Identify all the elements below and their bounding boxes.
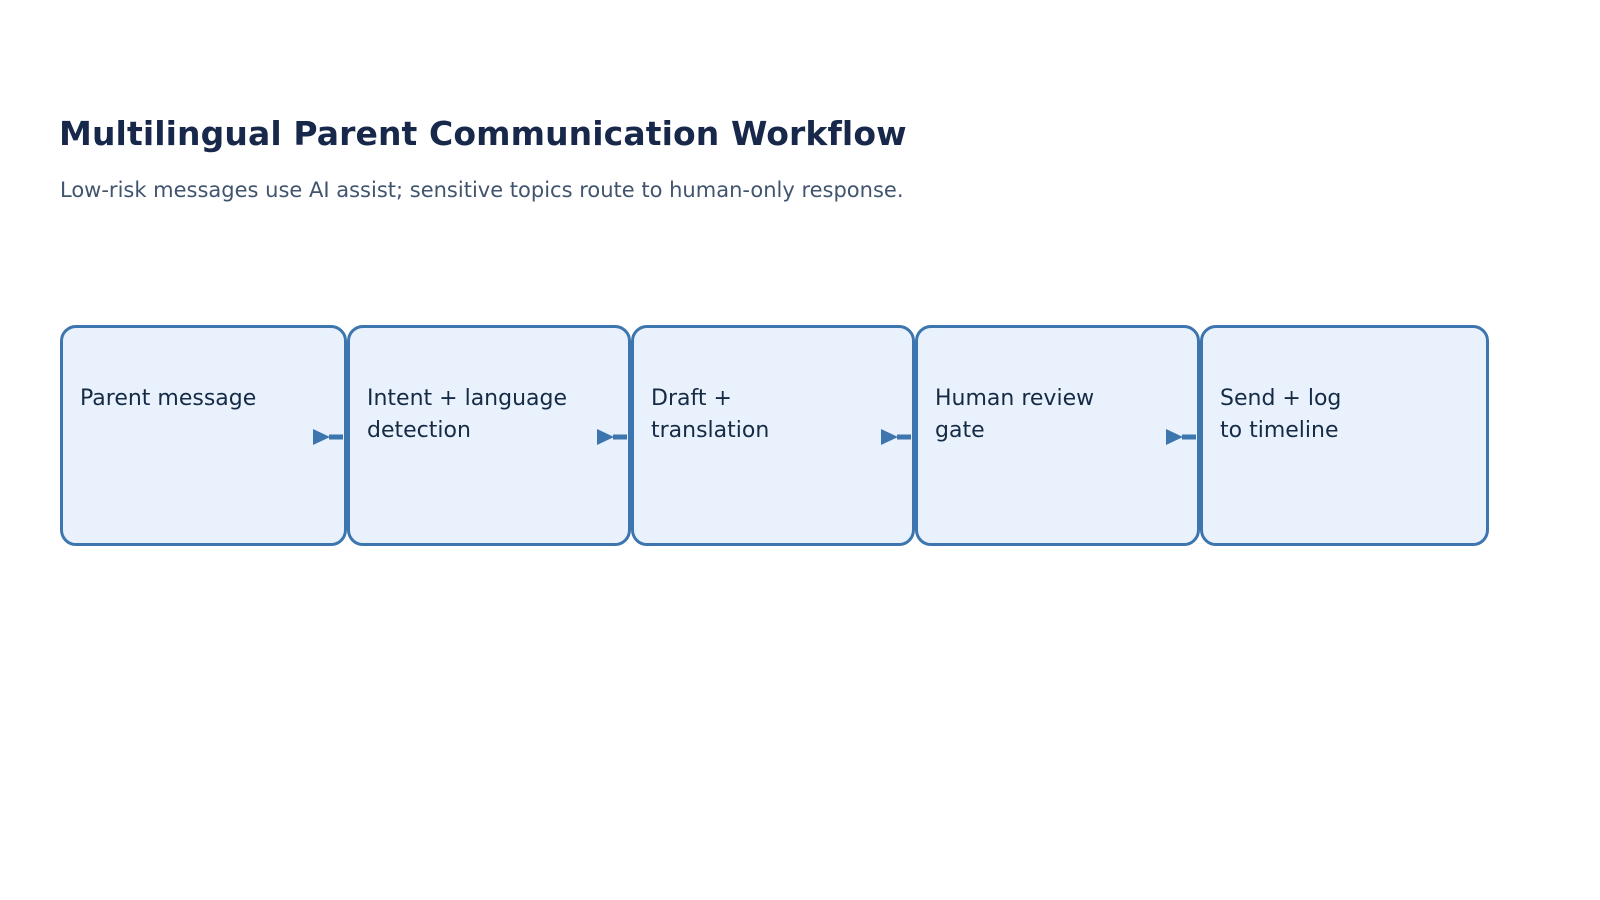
flow-connector-4 — [1160, 426, 1200, 448]
page-title: Multilingual Parent Communication Workfl… — [59, 114, 907, 153]
arrow-right-icon — [597, 429, 627, 445]
flow-node-label: Parent message — [80, 386, 257, 411]
flow-connector-1 — [307, 426, 347, 448]
flow-node-draft-translation[interactable]: Draft + translation — [631, 325, 915, 546]
flow-node-label: Human review gate — [935, 386, 1095, 443]
flow-node-label: Send + log to timeline — [1220, 386, 1342, 443]
arrow-right-icon — [881, 429, 911, 445]
flow-connector-3 — [875, 426, 915, 448]
flow-node-intent-language[interactable]: Intent + language detection — [347, 325, 631, 546]
flow-node-parent-message[interactable]: Parent message — [60, 325, 347, 546]
arrow-right-icon — [313, 429, 343, 445]
page-subtitle: Low-risk messages use AI assist; sensiti… — [60, 178, 904, 202]
flow-node-label: Draft + translation — [651, 386, 770, 443]
arrow-right-icon — [1166, 429, 1196, 445]
flow-node-label: Intent + language detection — [367, 386, 568, 443]
flow-node-send-log-timeline[interactable]: Send + log to timeline — [1200, 325, 1489, 546]
flow-connector-2 — [591, 426, 631, 448]
flow-node-human-review-gate[interactable]: Human review gate — [915, 325, 1200, 546]
